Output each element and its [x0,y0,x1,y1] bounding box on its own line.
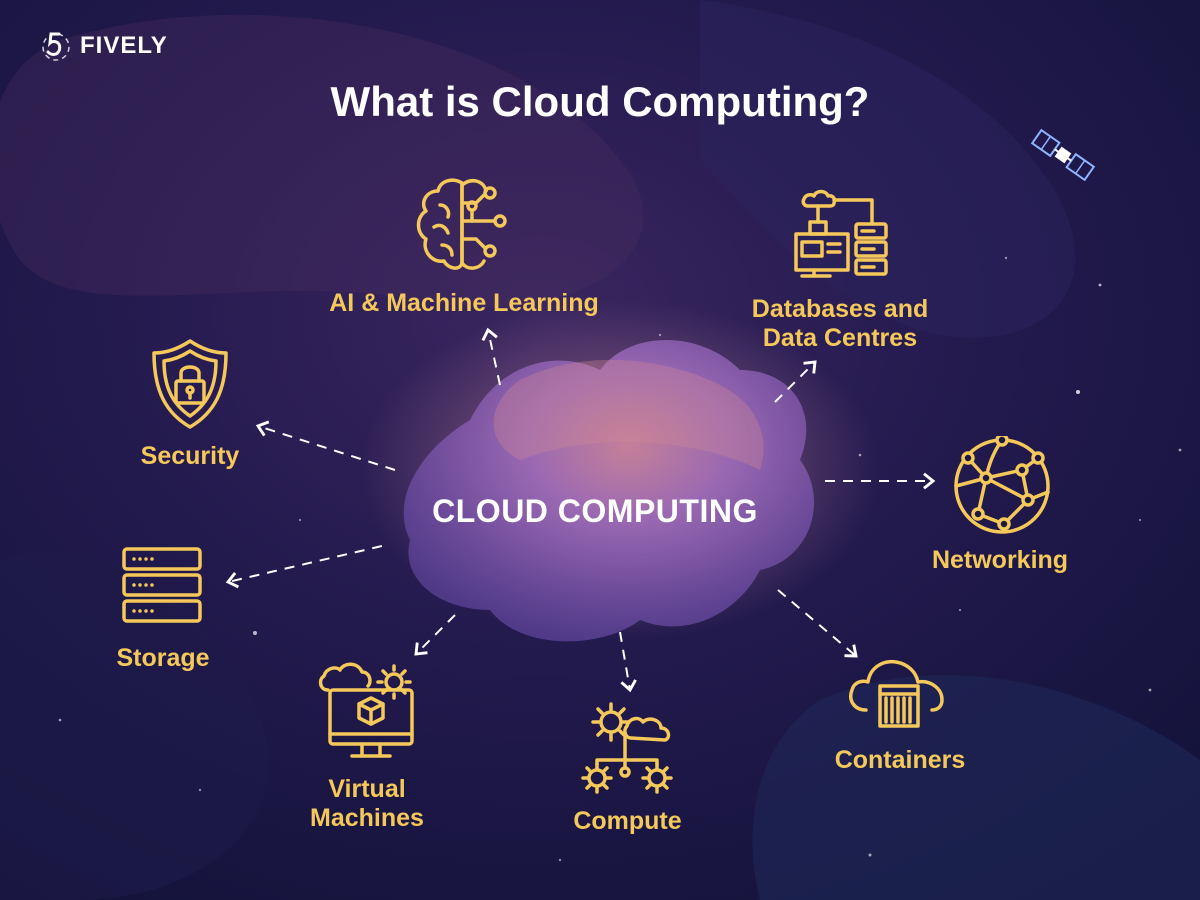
arrows [225,327,936,693]
brand-name: FIVELY [80,32,168,59]
arrow-ai [481,327,501,386]
storage-rack-icon [120,545,204,625]
brand: FIVELY [40,30,168,62]
database-server-icon [790,186,892,280]
virtual-machine-icon [316,660,418,760]
satellite-icon [1030,128,1096,182]
cloud-container-icon [846,654,948,732]
node-label-vm: Virtual Machines [310,775,424,832]
cloud-blob [360,300,880,642]
arrow-vm [414,614,456,656]
center-label: CLOUD COMPUTING [432,493,758,529]
fively-logo-icon [42,32,70,61]
arrow-storage [225,545,383,589]
node-label-containers: Containers [834,746,966,774]
arrow-security [255,420,396,471]
node-label-security: Security [140,442,240,470]
stars [58,256,1182,862]
node-label-databases: Databases and Data Centres [751,295,929,352]
node-label-networking: Networking [931,546,1069,574]
node-label-compute: Compute [573,807,682,835]
arrow-compute [619,631,637,693]
arrow-databases [774,360,817,403]
network-globe-icon [948,436,1056,536]
page-title: What is Cloud Computing? [330,78,870,125]
node-label-storage: Storage [116,644,210,672]
node-label-ai: AI & Machine Learning [329,289,599,317]
brain-circuit-icon [412,175,516,273]
compute-gears-icon [577,698,679,798]
shield-lock-icon [148,337,232,431]
